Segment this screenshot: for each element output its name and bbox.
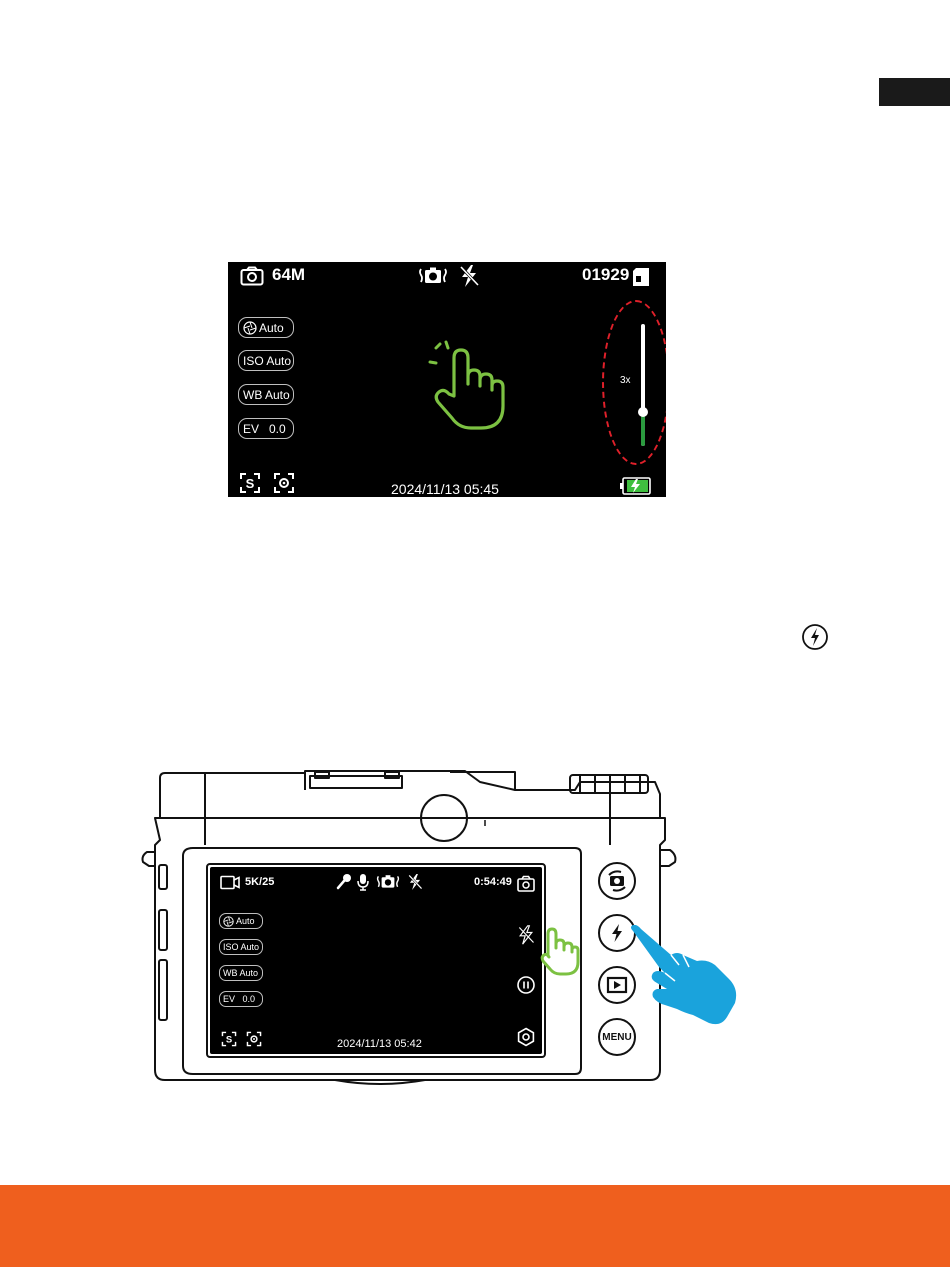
camera-toggle-button[interactable] — [598, 862, 636, 900]
svg-text:S: S — [226, 1035, 232, 1046]
menu-button-label: MENU — [602, 1032, 631, 1043]
flash-off-touch-icon[interactable] — [516, 925, 536, 945]
camera-switch-icon[interactable] — [516, 874, 536, 894]
external-mic-icon — [336, 873, 352, 891]
tap-gesture-hand-icon — [426, 338, 516, 432]
camera-screen-video: 5K/25 0:54:49 Auto ISO Auto WB Auto EV 0… — [210, 867, 542, 1054]
press-gesture-hand-icon — [540, 926, 580, 976]
flash-button-icon — [801, 623, 829, 651]
camera-icon — [240, 266, 264, 286]
video-mode-icon — [220, 875, 240, 890]
scene-mode-icon: S — [221, 1031, 237, 1047]
wb-pill[interactable]: WB Auto — [219, 965, 263, 981]
section-tab-marker — [879, 78, 950, 106]
focus-mode-icon — [273, 472, 295, 494]
iso-pill[interactable]: ISO Auto — [219, 939, 263, 955]
svg-text:S: S — [246, 476, 255, 491]
remaining-shots: 01929 — [582, 265, 629, 285]
microphone-icon — [356, 873, 370, 891]
stabilization-icon — [376, 873, 400, 891]
stabilization-icon — [418, 265, 448, 287]
iso-pill[interactable]: ISO Auto — [238, 350, 294, 371]
playback-icon — [606, 975, 628, 995]
finger-press-hand-icon — [627, 925, 739, 1027]
video-resolution: 5K/25 — [245, 876, 274, 888]
ev-pill[interactable]: EV 0.0 — [219, 991, 263, 1007]
wb-pill[interactable]: WB Auto — [238, 384, 294, 405]
flash-off-icon — [407, 873, 423, 891]
aperture-pill[interactable]: Auto — [219, 913, 263, 929]
aperture-icon — [243, 321, 257, 335]
battery-charging-icon — [619, 477, 651, 495]
rotate-camera-icon — [606, 870, 628, 892]
aperture-icon — [223, 916, 234, 927]
settings-icon[interactable] — [516, 1027, 536, 1047]
focus-mode-icon — [246, 1031, 262, 1047]
footer-bar — [0, 1185, 950, 1267]
photo-resolution: 64M — [272, 265, 305, 285]
flash-off-icon — [458, 264, 480, 288]
date-time: 2024/11/13 05:45 — [391, 481, 499, 497]
date-time: 2024/11/13 05:42 — [337, 1038, 422, 1050]
pause-icon[interactable] — [516, 975, 536, 995]
camera-screen-photo: 64M 01929 Auto ISO Auto WB Auto EV 0.0 S — [228, 262, 666, 497]
recording-time: 0:54:49 — [474, 876, 512, 888]
scene-mode-icon: S — [239, 472, 261, 494]
zoom-highlight-ellipse — [602, 300, 666, 465]
ev-pill[interactable]: EV 0.0 — [238, 418, 294, 439]
aperture-pill[interactable]: Auto — [238, 317, 294, 338]
sd-card-icon — [631, 267, 651, 287]
flash-icon — [607, 923, 627, 943]
